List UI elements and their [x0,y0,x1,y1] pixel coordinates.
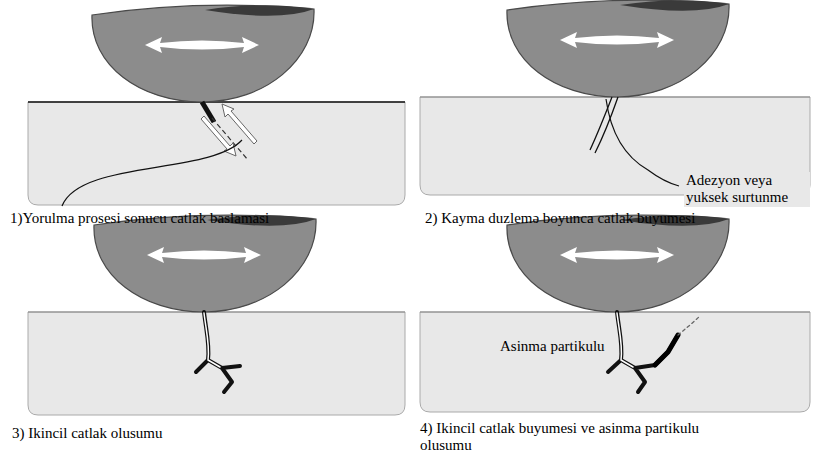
callout-label: Asinma partikulu [498,338,614,355]
panel-caption: 1)Yorulma prosesi sonucu catlak baslamas… [10,210,405,227]
panel-caption: 4) Ikincil catlak buyumesi ve asinma par… [420,420,742,455]
panel-caption: 3) Ikincil catlak olusumu [12,425,407,442]
callout-label: Adezyon veya yuksek surtunme [684,172,810,207]
panel-caption: 2) Kayma duzlemə boyunca catlak buyumesi [425,210,815,227]
